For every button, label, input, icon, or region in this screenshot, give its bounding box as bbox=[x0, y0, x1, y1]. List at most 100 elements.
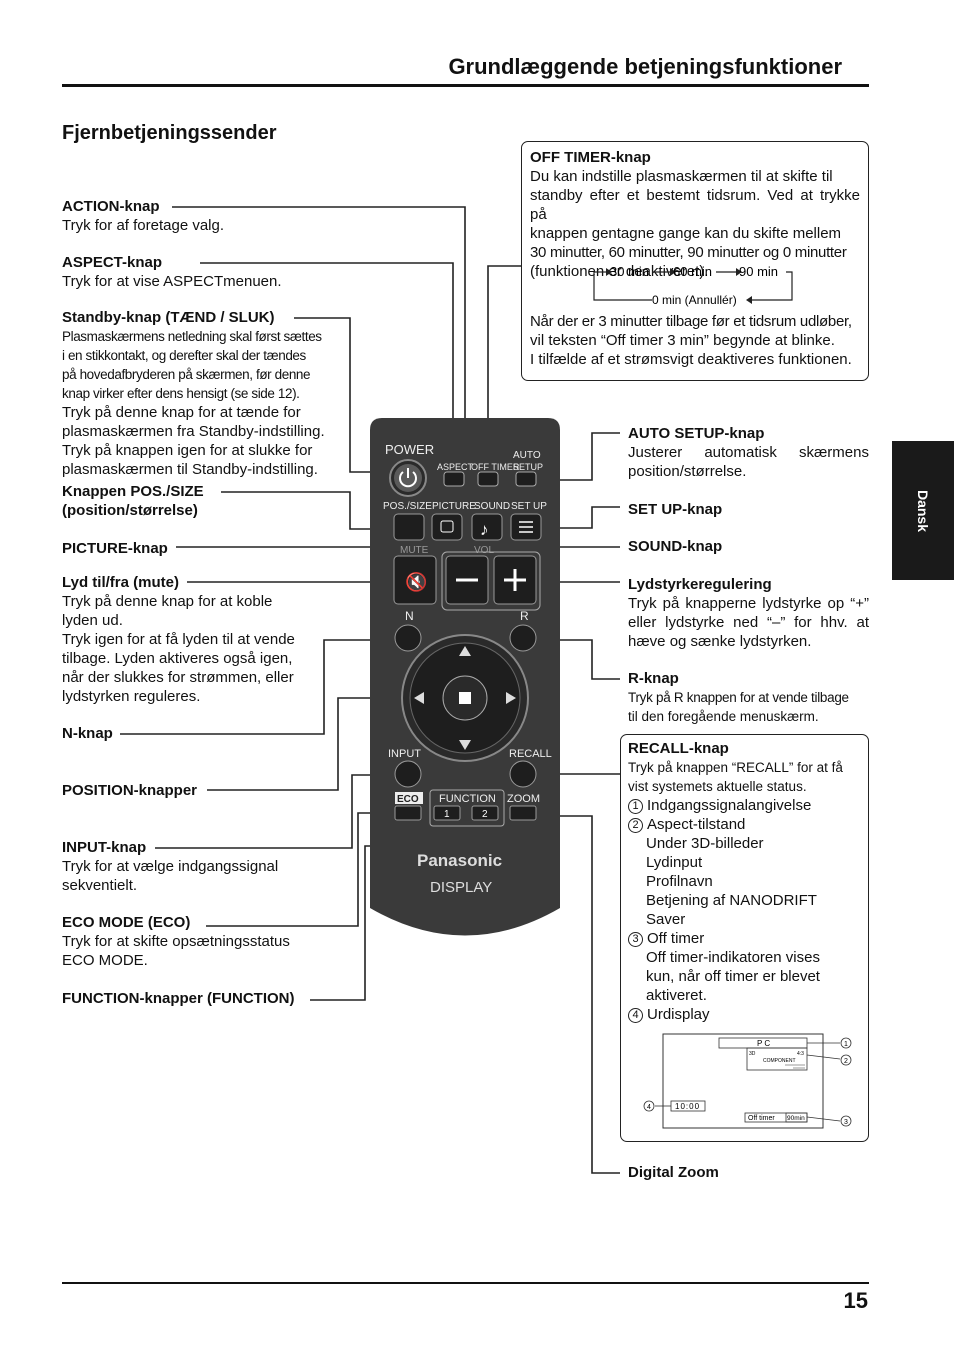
eco-desc-line: Tryk for at skifte opsætningsstatus bbox=[62, 933, 290, 950]
page-header-title: Grundlæggende betjeningsfunktioner bbox=[448, 54, 842, 79]
screen-mode-label: 3D bbox=[749, 1051, 756, 1057]
standby-desc-line: Tryk på denne knap for at tænde for bbox=[62, 404, 301, 421]
off-timer-desc-line: knappen gentagne gange kan du skifte mel… bbox=[530, 225, 842, 242]
aspect-desc: Tryk for at vise ASPECTmenuen. bbox=[62, 273, 282, 290]
remote-aspect-label: ASPECT bbox=[437, 462, 474, 472]
off-timer-desc-line: 30 minutter, 60 minutter, 90 minutter og… bbox=[530, 244, 847, 261]
power-button[interactable] bbox=[389, 459, 427, 497]
cycle-90: 90 min bbox=[739, 264, 778, 279]
eco-button[interactable] bbox=[394, 805, 422, 821]
off-timer-button[interactable] bbox=[477, 471, 499, 487]
volume-desc-line: hæve og sænke lydstyrken. bbox=[628, 633, 812, 650]
line-zoom bbox=[536, 815, 620, 1174]
n-button-title: N-knap bbox=[62, 725, 113, 742]
pos-size-button[interactable] bbox=[393, 513, 425, 541]
marker-1 bbox=[840, 1037, 852, 1049]
pos-size-subtitle: (position/størrelse) bbox=[62, 502, 198, 519]
mute-speaker-icon: 🔇 bbox=[405, 571, 427, 592]
arrow-up-icon[interactable] bbox=[459, 646, 471, 656]
recall-item: Indgangssignalangivelse bbox=[647, 797, 812, 814]
line-n bbox=[120, 639, 396, 735]
input-desc-line: Tryk for at vælge indgangssignal bbox=[62, 858, 279, 875]
sound-note-icon: ♪ bbox=[480, 520, 489, 539]
sound-callout: SOUND-knap bbox=[628, 537, 722, 556]
arrow-right-icon[interactable] bbox=[506, 692, 516, 704]
mute-desc-line: Tryk på denne knap for at koble bbox=[62, 593, 273, 610]
r-button-desc-line: til den foregående menuskærm. bbox=[628, 709, 819, 724]
off-timer-cycle-diagram: 30 min 60 min 90 min 0 min (Annullér) bbox=[593, 264, 793, 307]
recall-button[interactable] bbox=[509, 760, 537, 788]
volume-title: Lydstyrkeregulering bbox=[628, 576, 772, 593]
recall-desc-line: vist systemets aktuelle status. bbox=[628, 779, 807, 794]
sound-button[interactable] bbox=[471, 513, 503, 541]
arrow-left-icon[interactable] bbox=[414, 692, 424, 704]
picture-button[interactable] bbox=[431, 513, 463, 541]
line-aspect bbox=[200, 262, 454, 480]
volume-desc-line: eller lydstyrke ned “–” for hhv. at bbox=[628, 614, 869, 631]
screen-audio-label: COMPONENT bbox=[763, 1058, 796, 1064]
r-button[interactable] bbox=[509, 624, 537, 652]
standby-desc-line: plasmaskærmen til Standby-indstilling. bbox=[62, 461, 318, 478]
language-tab: Dansk bbox=[892, 441, 954, 580]
eco-callout: ECO MODE (ECO) Tryk for at skifte opsætn… bbox=[62, 913, 290, 970]
mute-desc-line: tilbage. Lyden aktiveres også igen, bbox=[62, 650, 293, 667]
recall-box: RECALL-knap Tryk på knappen “RECALL” for… bbox=[620, 734, 869, 1142]
marker-4 bbox=[643, 1100, 655, 1112]
function-1-label: 1 bbox=[444, 809, 450, 820]
mute-desc-line: Tryk igen for at få lyden til at vende bbox=[62, 631, 295, 648]
digital-zoom-title: Digital Zoom bbox=[628, 1164, 719, 1181]
status-box bbox=[746, 1047, 808, 1071]
recall-desc-line: Tryk på knappen “RECALL” for at få bbox=[628, 760, 843, 775]
off-timer-box: OFF TIMER-knap Du kan indstille plasmask… bbox=[521, 141, 869, 381]
marker-3-label: 3 bbox=[844, 1119, 848, 1126]
r-button-title: R-knap bbox=[628, 670, 679, 687]
mute-button[interactable] bbox=[393, 555, 437, 605]
screen-off-timer-label: Off timer bbox=[748, 1115, 775, 1122]
zoom-button[interactable] bbox=[509, 805, 537, 821]
r-button-callout: R-knap Tryk på R knappen for at vende ti… bbox=[628, 669, 869, 726]
sound-title: SOUND-knap bbox=[628, 538, 723, 555]
remote-off-timer-label: OFF TIMER bbox=[471, 462, 520, 472]
marker-2 bbox=[840, 1054, 852, 1066]
remote-vol-label: VOL bbox=[474, 545, 494, 556]
recall-item: Aspect-tilstand bbox=[647, 816, 746, 833]
standby-note-line: Plasmaskærmens netledning skal først sæt… bbox=[62, 329, 322, 344]
input-button[interactable] bbox=[394, 760, 422, 788]
function-2-button[interactable] bbox=[471, 805, 499, 821]
section-title: Fjernbetjeningssender bbox=[62, 122, 277, 144]
remote-n-label: N bbox=[405, 609, 414, 623]
position-title: POSITION-knapper bbox=[62, 782, 198, 799]
eco-desc-line: ECO MODE. bbox=[62, 952, 148, 969]
circled-number: 3 bbox=[628, 932, 643, 947]
function-1-button[interactable] bbox=[433, 805, 461, 821]
screen-off-timer-value: 90min bbox=[787, 1115, 805, 1122]
volume-group-frame bbox=[441, 551, 541, 611]
mute-desc-line: når der slukkes for strømmen, eller bbox=[62, 669, 294, 686]
circled-number: 1 bbox=[628, 799, 643, 814]
auto-setup-button[interactable] bbox=[515, 471, 537, 487]
recall-subitem: Saver bbox=[646, 911, 686, 928]
recall-subitem: Betjening af NANODRIFT bbox=[646, 892, 817, 909]
arrow-down-icon[interactable] bbox=[459, 740, 471, 750]
screen-frame bbox=[662, 1033, 824, 1129]
page-number: 15 bbox=[843, 1288, 868, 1313]
eco-label-box bbox=[395, 792, 423, 804]
recall-title: RECALL-knap bbox=[628, 740, 729, 757]
mute-desc-line: lyden ud. bbox=[62, 612, 123, 629]
off-timer-desc-line: standby efter et bestemt tidsrum. Ved at… bbox=[530, 187, 860, 223]
function-2-label: 2 bbox=[482, 809, 488, 820]
n-button[interactable] bbox=[394, 624, 422, 652]
eco-title: ECO MODE (ECO) bbox=[62, 914, 191, 931]
recall-item: Off timer bbox=[647, 930, 705, 947]
cycle-30: 30 min bbox=[610, 264, 649, 279]
remote-input-label: INPUT bbox=[388, 748, 421, 760]
standby-desc-line: Tryk på knappen igen for at slukke for bbox=[62, 442, 313, 459]
plus-icon bbox=[504, 569, 526, 591]
header-rule bbox=[62, 84, 869, 87]
aspect-callout: ASPECT-knap Tryk for at vise ASPECTmenue… bbox=[62, 253, 282, 291]
aspect-button[interactable] bbox=[443, 471, 465, 487]
mute-desc-line: lydstyrken reguleres. bbox=[62, 688, 201, 705]
off-timer-note-line: Når der er 3 minutter tilbage før et tid… bbox=[530, 313, 852, 330]
remote-recall-label: RECALL bbox=[509, 748, 552, 760]
marker-4-label: 4 bbox=[647, 1104, 651, 1111]
